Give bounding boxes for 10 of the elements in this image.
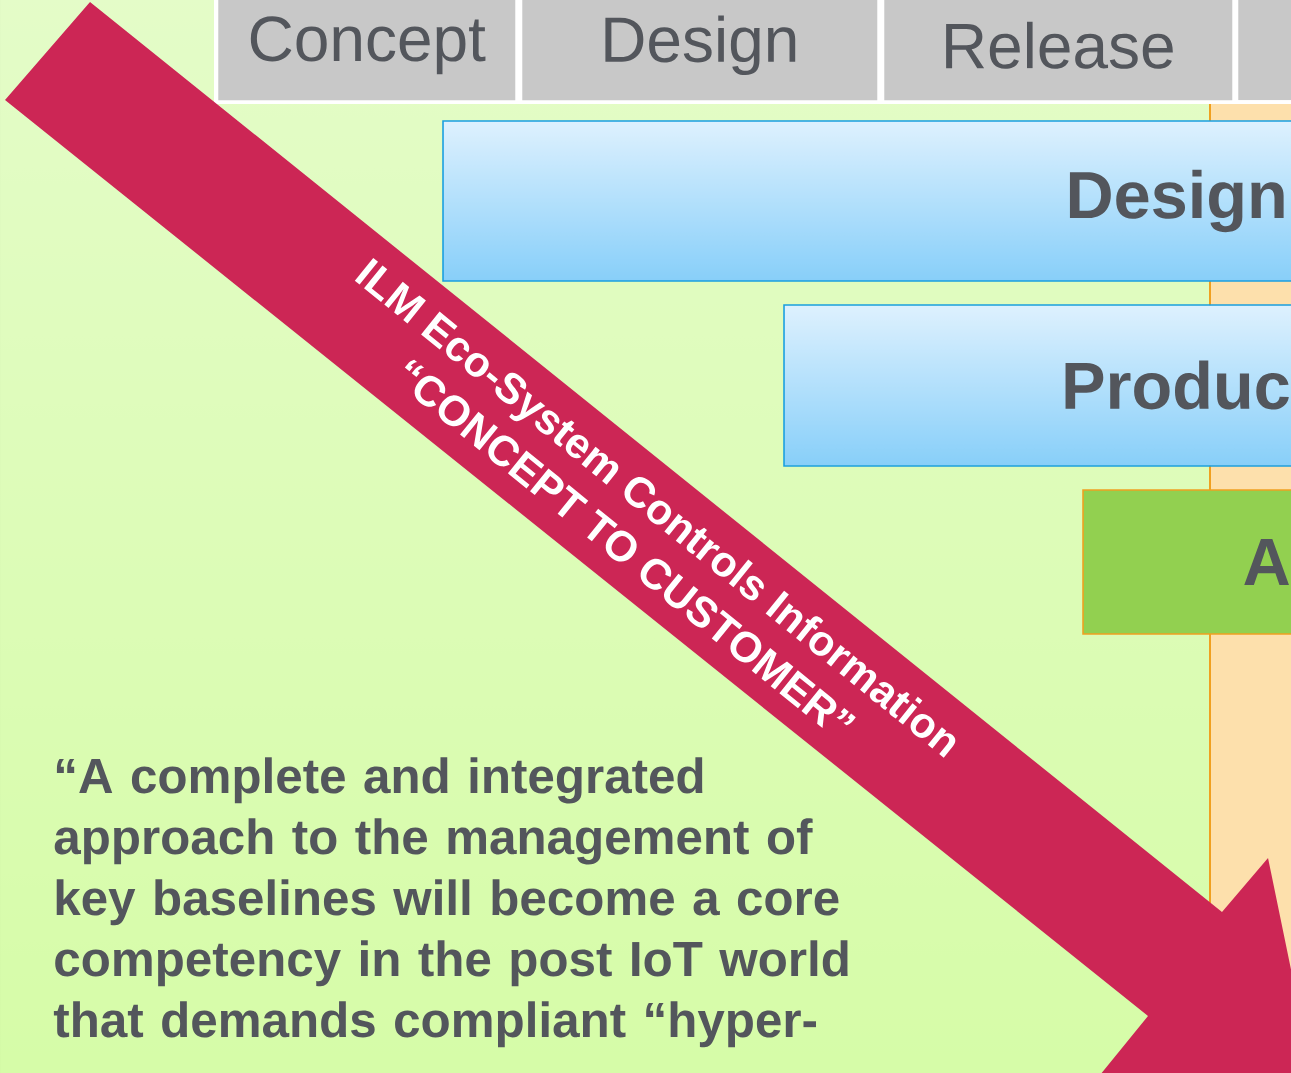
phase-bar: Produc bbox=[783, 304, 1291, 467]
node-label: Concept bbox=[250, 16, 486, 75]
stage-tab: Design bbox=[518, 0, 881, 104]
node-label: Release bbox=[946, 21, 1173, 69]
stage-tab bbox=[1234, 0, 1291, 104]
quote-text: “A complete and integrated approach to the management of key baselines will become a core competency in the post IoT world that demands compliant “hyper- bbox=[53, 757, 848, 1048]
phase-bar: Design bbox=[442, 120, 1291, 282]
node-label: Design bbox=[605, 15, 796, 76]
phase-bar: A bbox=[1082, 489, 1291, 635]
stage-tab: Concept bbox=[214, 0, 519, 104]
